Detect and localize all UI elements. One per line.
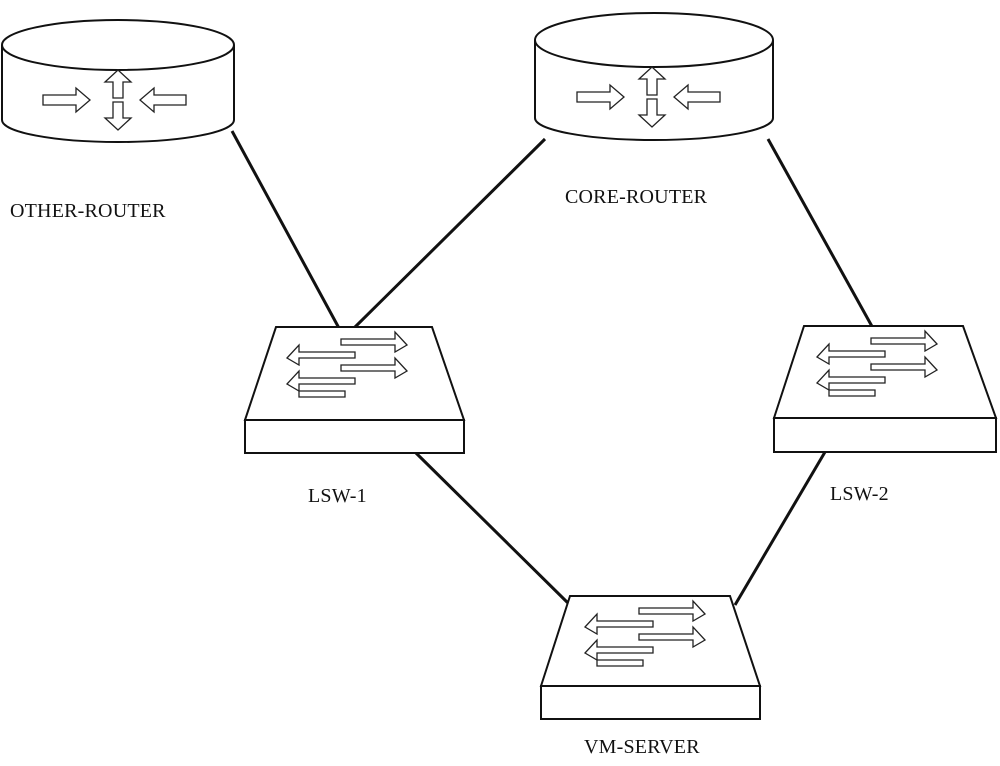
link-core-router-lsw-1 [350,137,547,332]
vm-server-label: VM-SERVER [584,736,700,758]
lsw-1-label: LSW-1 [308,485,367,507]
other-router-icon [1,19,235,143]
link-other-router-lsw-1 [230,130,342,331]
lsw-2-label: LSW-2 [830,483,889,505]
lsw-1-switch-icon [243,326,466,454]
core-router-icon [534,12,774,141]
link-lsw-1-vm-server [413,450,572,607]
core-router-label: CORE-ROUTER [565,186,708,208]
other-router-label: OTHER-ROUTER [10,200,166,222]
link-lsw-2-vm-server [733,451,827,606]
vm-server-switch-icon [539,595,762,720]
lsw-2-switch-icon [772,325,998,453]
link-core-router-lsw-2 [766,138,876,331]
